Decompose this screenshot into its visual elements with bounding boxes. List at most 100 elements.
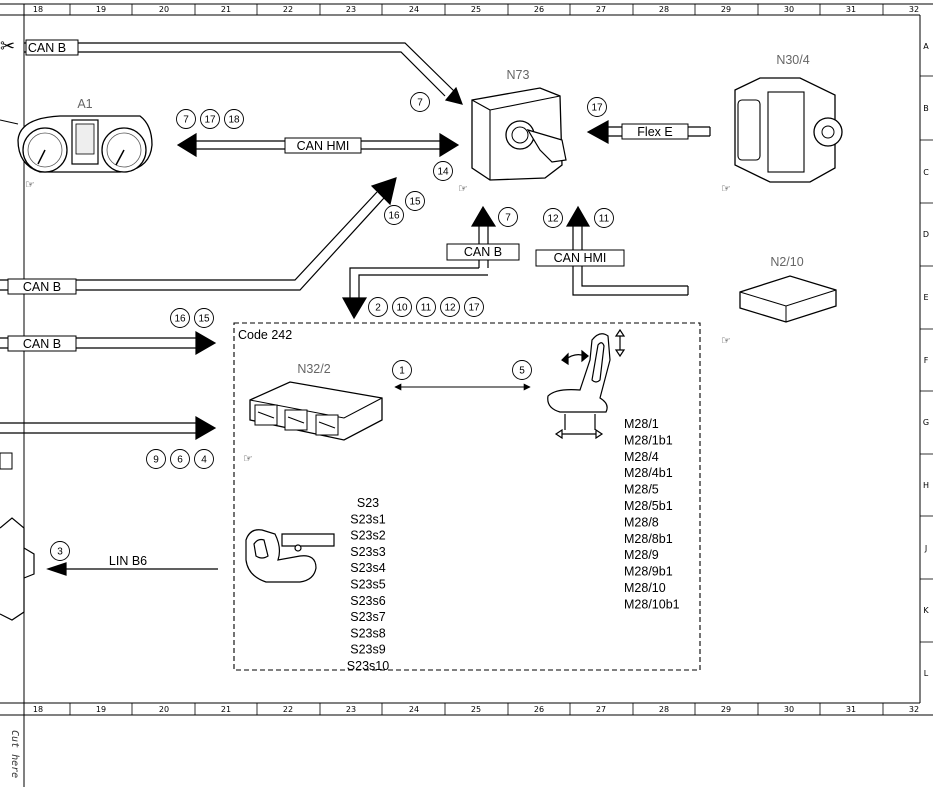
s23-item: S23s7: [350, 610, 385, 624]
marker-number: 6: [177, 455, 183, 466]
column-number: 20: [159, 5, 169, 14]
marker-circle: [416, 297, 436, 317]
can-hmi-mid-box: [535, 249, 625, 267]
column-number: 22: [283, 5, 293, 14]
code-242-label: Code 242: [238, 328, 292, 342]
column-number: 23: [346, 5, 356, 14]
column-number: 29: [721, 705, 731, 714]
can-b-left2-box: [7, 335, 77, 352]
row-letter: A: [923, 42, 929, 51]
marker-circle: [392, 360, 412, 380]
can-b-top-box: [25, 39, 79, 56]
marker-circle: [170, 449, 190, 469]
cut-here-label: Cut here: [9, 730, 20, 778]
column-number: 23: [346, 705, 356, 714]
row-letter: E: [923, 293, 928, 302]
marker-circle: [194, 308, 214, 328]
marker-number: 16: [388, 211, 400, 222]
column-number: 28: [659, 5, 669, 14]
marker-number: 3: [57, 547, 63, 558]
marker-circle: [224, 109, 244, 129]
s23-item: S23s8: [350, 626, 385, 640]
hand-pointer-icon: ☞: [243, 453, 253, 465]
flex-e-box: [621, 123, 689, 140]
can-b-left1-box: [7, 278, 77, 295]
marker-number: 1: [399, 366, 405, 377]
marker-circle: [194, 449, 214, 469]
can-b-mid-line: [341, 205, 497, 320]
row-letter: F: [924, 356, 929, 365]
can-b-mid-box: [446, 243, 520, 261]
row-letter: L: [924, 669, 929, 678]
s23-switch-list: S23S23s1S23s2S23s3S23s4S23s5S23s6S23s7S2…: [347, 496, 389, 673]
marker-circle: [392, 297, 412, 317]
can-b-top-label: CAN B: [28, 41, 66, 55]
n32-2-module: [249, 381, 383, 441]
marker-circle: [543, 208, 563, 228]
n2-10-module: [739, 275, 837, 323]
m28-item: M28/1: [624, 417, 659, 431]
marker-circle: [146, 449, 166, 469]
n32-2-label: N32/2: [297, 362, 330, 376]
s23-item: S23s9: [350, 643, 385, 657]
marker-circle: [176, 109, 196, 129]
row-letter: K: [923, 606, 929, 615]
column-number: 21: [221, 705, 231, 714]
m28-motor-list: M28/1M28/1b1M28/4M28/4b1M28/5M28/5b1M28/…: [624, 417, 680, 611]
row-letter: D: [923, 230, 929, 239]
can-hmi-mid-label: CAN HMI: [554, 251, 607, 265]
marker-circle: [405, 191, 425, 211]
s23-item: S23s4: [350, 561, 385, 575]
column-number: 27: [596, 5, 606, 14]
a1-label: A1: [77, 97, 92, 111]
row-letter: H: [923, 481, 929, 490]
marker-circle: [200, 109, 220, 129]
can-b-left1-label: CAN B: [23, 280, 61, 294]
m28-item: M28/8b1: [624, 532, 673, 546]
row-letter: G: [923, 418, 929, 427]
m28-item: M28/8: [624, 515, 659, 529]
seat-adjust-icon: [547, 328, 626, 440]
column-number: 24: [409, 705, 419, 714]
row-letter: B: [923, 104, 929, 113]
lin-module-partial: [0, 517, 35, 621]
column-number: 20: [159, 705, 169, 714]
column-number: 18: [33, 705, 43, 714]
can-hmi-a1-label: CAN HMI: [297, 139, 350, 153]
hand-pointer-icon: ☞: [25, 179, 35, 191]
m28-item: M28/4b1: [624, 466, 673, 480]
can-hmi-a1-box: [284, 137, 362, 154]
marker-number: 11: [599, 214, 610, 225]
hand-pointer-icon: ☞: [721, 183, 731, 195]
column-number: 31: [846, 5, 856, 14]
marker-number: 12: [444, 303, 456, 314]
marker-circle: [498, 207, 518, 227]
s23-item: S23s2: [350, 529, 385, 543]
column-number: 18: [33, 5, 43, 14]
marker-number: 5: [519, 366, 525, 377]
can-hmi-mid-line: [565, 205, 689, 296]
can-b-top-line: [24, 42, 463, 105]
seat-switch-icon: [245, 529, 335, 583]
flex-e-label: Flex E: [637, 125, 672, 139]
s23-item: S23s3: [350, 545, 385, 559]
marker-circle: [384, 205, 404, 225]
marker-number: 2: [375, 303, 381, 314]
column-number: 21: [221, 5, 231, 14]
marker-number: 17: [468, 303, 480, 314]
hand-pointer-icon: ☞: [721, 335, 731, 347]
s23-item: S23s1: [350, 512, 385, 526]
m28-item: M28/1b1: [624, 433, 673, 447]
column-number: 30: [784, 5, 794, 14]
column-number: 32: [909, 705, 919, 714]
marker-number: 16: [174, 314, 186, 325]
lin-b6-line: [46, 562, 218, 576]
marker-number: 7: [505, 213, 511, 224]
m28-item: M28/9b1: [624, 565, 673, 579]
marker-number: 14: [437, 167, 449, 178]
marker-number: 12: [547, 214, 559, 225]
